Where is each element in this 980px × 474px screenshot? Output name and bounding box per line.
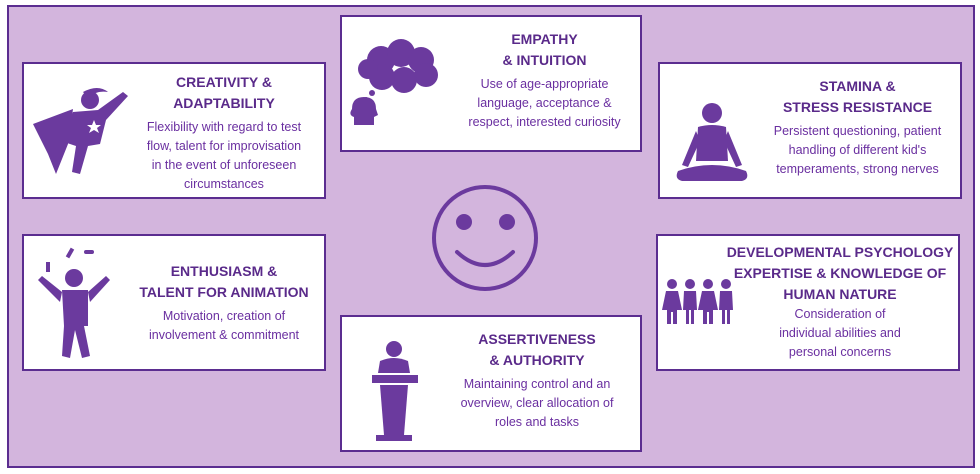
speaker-podium-icon — [372, 341, 418, 441]
card-enthusiasm: ENTHUSIASM & TALENT FOR ANIMATION Motivat… — [22, 234, 326, 371]
juggler-icon — [38, 247, 110, 358]
card-desc-line: Flexibility with regard to test — [146, 120, 302, 134]
card-title-line: ENTHUSIASM & — [170, 263, 278, 279]
card-title-line: ADAPTABILITY — [173, 95, 275, 111]
children-group-icon — [662, 279, 733, 324]
card-creativity: CREATIVITY & ADAPTABILITY Flexibility wit… — [22, 62, 326, 199]
card-assertiveness: ASSERTIVENESS & AUTHORITY Maintaining con… — [340, 315, 642, 452]
card-title-line: EMPATHY — [511, 31, 578, 47]
card-desc-line: in the event of unforeseen — [151, 158, 297, 172]
card-desc-line: Maintaining control and an — [463, 377, 611, 391]
card-title-line: DEVELOPMENTAL PSYCHOLOGY — [726, 244, 954, 260]
superhero-icon — [33, 88, 128, 174]
card-desc-line: personal concerns — [788, 345, 892, 359]
card-developmental-psychology: DEVELOPMENTAL PSYCHOLOGY EXPERTISE & KNOW… — [656, 234, 960, 371]
card-desc-line: roles and tasks — [494, 415, 580, 429]
thought-bubble-head-icon — [350, 39, 438, 125]
card-desc-line: flow, talent for improvisation — [146, 139, 302, 153]
card-desc-line: respect, interested curiosity — [468, 115, 621, 129]
card-title-line: ASSERTIVENESS — [478, 331, 596, 347]
card-desc-line: Use of age-appropriate — [480, 77, 609, 91]
card-desc-line: handling of different kid's — [788, 143, 927, 157]
card-title-line: EXPERTISE & KNOWLEDGE OF — [733, 265, 947, 281]
card-stamina: STAMINA & STRESS RESISTANCE Persistent qu… — [658, 62, 962, 199]
card-desc-line: Persistent questioning, patient — [773, 124, 942, 138]
card-title-line: & AUTHORITY — [489, 352, 585, 368]
card-title-line: & INTUITION — [502, 52, 587, 68]
card-title-line: CREATIVITY & — [176, 74, 272, 90]
card-desc-line: circumstances — [184, 177, 264, 191]
smiley-face-icon — [432, 185, 538, 291]
card-title-line: TALENT FOR ANIMATION — [139, 284, 309, 300]
card-desc-line: language, acceptance & — [477, 96, 612, 110]
card-title-line: STAMINA & — [819, 78, 896, 94]
card-title-line: HUMAN NATURE — [783, 286, 897, 302]
card-desc-line: individual abilities and — [779, 326, 901, 340]
card-desc-line: Consideration of — [794, 307, 886, 321]
card-title-line: STRESS RESISTANCE — [782, 99, 933, 115]
card-empathy: EMPATHY & INTUITION Use of age-appropriat… — [340, 15, 642, 152]
card-desc-line: Motivation, creation of — [162, 309, 286, 323]
card-desc-line: temperaments, strong nerves — [776, 162, 939, 176]
card-desc-line: involvement & commitment — [148, 328, 300, 342]
meditation-icon — [676, 103, 748, 181]
card-desc-line: overview, clear allocation of — [460, 396, 614, 410]
